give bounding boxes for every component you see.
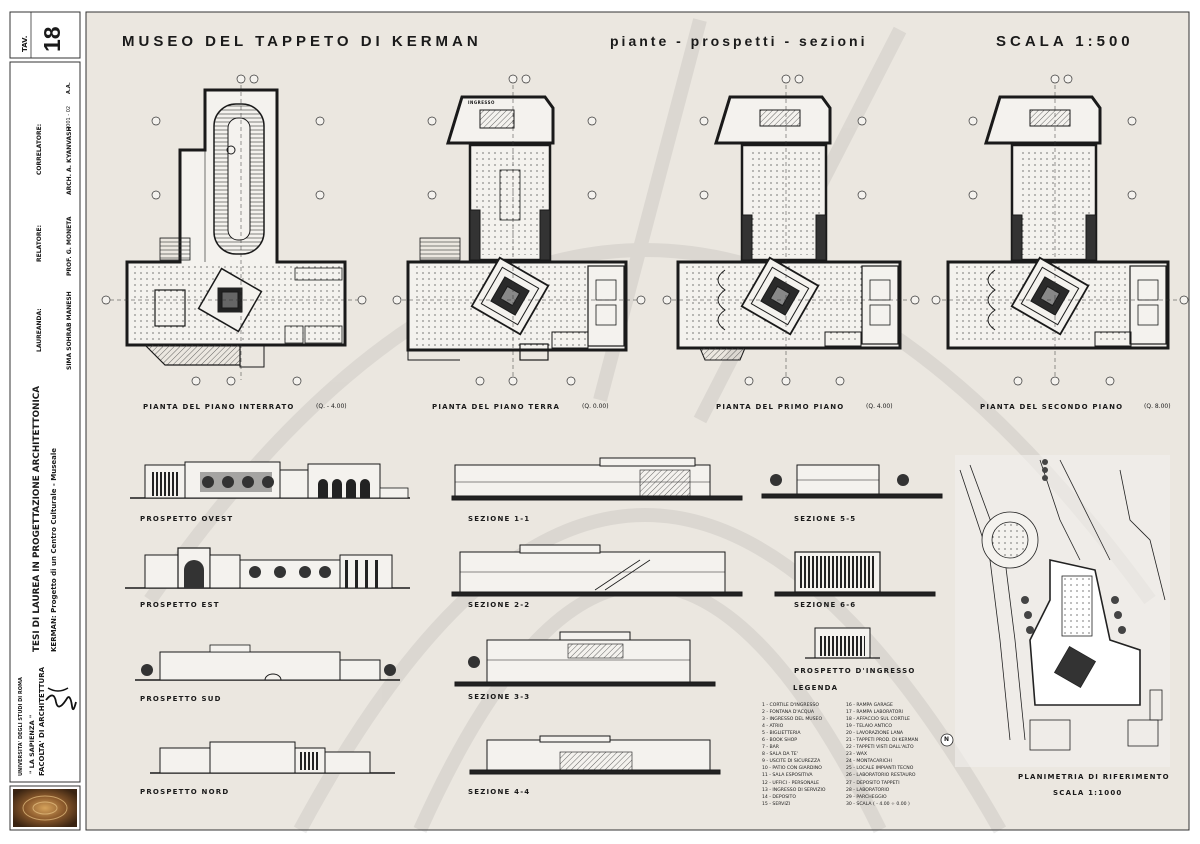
legend-item: 26 - LABORATORIO RESTAURO xyxy=(846,773,916,779)
tav-label: TAV. xyxy=(21,35,29,52)
section-6-caption: SEZIONE 6-6 xyxy=(794,601,857,609)
sheet-subtitle: piante - prospetti - sezioni xyxy=(610,33,868,49)
legend-item: 30 - SCALA ( - 4.00 ÷ 0.00 ) xyxy=(846,801,910,807)
legend-item: 25 - LOCALE IMPIANTI TECNO xyxy=(846,766,914,772)
laureanda-label: LAUREANDA: xyxy=(36,308,43,352)
legend-item: 14 - DEPOSITO xyxy=(762,794,796,800)
legend-title: LEGENDA xyxy=(793,684,839,692)
elevation-south-caption: PROSPETTO SUD xyxy=(140,695,222,703)
tav-number: 18 xyxy=(39,26,65,52)
section-2-caption: SEZIONE 2-2 xyxy=(468,601,531,609)
legend-item: 6 - BOOK SHOP xyxy=(762,738,798,744)
elevation-entrance-caption: PROSPETTO D'INGRESSO xyxy=(794,667,916,675)
relatore-value: PROF. G. MONETA xyxy=(66,216,73,276)
plan-1-level: (Q. - 4.00) xyxy=(316,403,347,410)
elevation-north-caption: PROSPETTO NORD xyxy=(140,788,230,796)
legend-item: 20 - LAVORAZIONE LANA xyxy=(846,731,904,737)
elevation-east-caption: PROSPETTO EST xyxy=(140,601,220,609)
elevation-west-caption: PROSPETTO OVEST xyxy=(140,515,234,523)
thesis-subject: KERMAN: Progetto di un Centro Culturale … xyxy=(50,447,58,652)
section-1-caption: SEZIONE 1-1 xyxy=(468,515,531,523)
legend-item: 1 - CORTILE D'INGRESSO xyxy=(762,703,819,708)
legend-item: 5 - BIGLIETTERIA xyxy=(762,731,801,737)
laureanda-value: SIMA SOHRAB MANESH xyxy=(66,291,73,370)
legend-item: 24 - MONTACARICHI xyxy=(846,759,892,765)
plan-2-level: (Q. 0.00) xyxy=(582,403,609,410)
plan-entry-label: INGRESSO xyxy=(468,100,495,105)
site-plan-caption: PLANIMETRIA DI RIFERIMENTO xyxy=(1018,773,1170,781)
faculty-name: FACOLTA' DI ARCHITETTURA xyxy=(38,666,46,776)
legend-item: 23 - WAX xyxy=(846,752,868,758)
legend-item: 27 - DEPOSITO TAPPETI xyxy=(846,780,900,786)
legend-item: 13 - INGRESSO DI SERVIZIO xyxy=(762,787,826,793)
legend-item: 29 - PARCHEGGIO xyxy=(846,794,887,800)
legend-item: 15 - SERVIZI xyxy=(762,801,791,807)
aa-label: A.A. xyxy=(66,82,72,94)
north-arrow-icon: N xyxy=(944,736,950,743)
section-5-caption: SEZIONE 5-5 xyxy=(794,515,857,523)
legend-item: 11 - SALA ESPOSITIVA xyxy=(762,773,813,779)
sheet-scale: SCALA 1:500 xyxy=(996,33,1134,50)
plan-1-caption: PIANTA DEL PIANO INTERRATO xyxy=(143,403,295,411)
section-3-caption: SEZIONE 3-3 xyxy=(468,693,531,701)
plan-3-level: (Q. 4.00) xyxy=(866,403,893,410)
relatore-label: RELATORE: xyxy=(36,224,43,262)
legend-item: 21 - TAPPETI PROD. DI KERMAN xyxy=(846,738,919,744)
site-plan-scale: SCALA 1:1000 xyxy=(1053,789,1123,797)
legend-item: 8 - SALA DA TE' xyxy=(762,752,798,758)
plan-4-level: (Q. 8.00) xyxy=(1144,403,1171,410)
legend-item: 22 - TAPPETI VISTI DALL'ALTO xyxy=(846,745,914,751)
section-4-caption: SEZIONE 4-4 xyxy=(468,788,531,796)
legend-item: 17 - RAMPA LABORATORI xyxy=(846,710,903,716)
legend-item: 28 - LABORATORIO xyxy=(846,787,890,793)
legend-item: 3 - INGRESSO DEL MUSEO xyxy=(762,717,823,723)
correlatore-label: CORRELATORE: xyxy=(36,123,43,175)
main-title: MUSEO DEL TAPPETO DI KERMAN xyxy=(122,33,482,50)
plan-2-caption: PIANTA DEL PIANO TERRA xyxy=(432,403,561,411)
legend-item: 2 - FONTANA D'ACQUA xyxy=(762,710,815,716)
plan-4-caption: PIANTA DEL SECONDO PIANO xyxy=(980,403,1124,411)
legend-item: 19 - TELAIO ANTICO xyxy=(846,724,892,730)
legend-item: 10 - PATIO CON GIARDINO xyxy=(762,766,822,772)
legend-left-column: 1 - CORTILE D'INGRESSO 2 - FONTANA D'ACQ… xyxy=(762,702,826,808)
legend-item: 7 - BAR xyxy=(762,745,779,751)
plan-3-caption: PIANTA DEL PRIMO PIANO xyxy=(716,403,845,411)
university-motto: " LA SAPIENZA " xyxy=(28,714,36,774)
thesis-title: TESI DI LAUREA IN PROGETTAZIONE ARCHITET… xyxy=(32,385,42,652)
correlatore-value: ARCH. A. KYANVASH xyxy=(66,126,73,196)
legend-item: 18 - AFFACCIO SUL CORTILE xyxy=(846,717,910,723)
legend-item: 12 - UFFICI - PERSONALE xyxy=(762,780,820,786)
university-name: UNIVERSITA' DEGLI STUDI DI ROMA xyxy=(18,677,24,776)
legend-right-column: 16 - RAMPA GARAGE 17 - RAMPA LABORATORI … xyxy=(846,702,918,808)
legend-item: 9 - USCITE DI SICUREZZA xyxy=(762,759,821,765)
legend-item: 4 - ATRIO xyxy=(762,724,784,730)
legend-item: 16 - RAMPA GARAGE xyxy=(846,703,893,708)
